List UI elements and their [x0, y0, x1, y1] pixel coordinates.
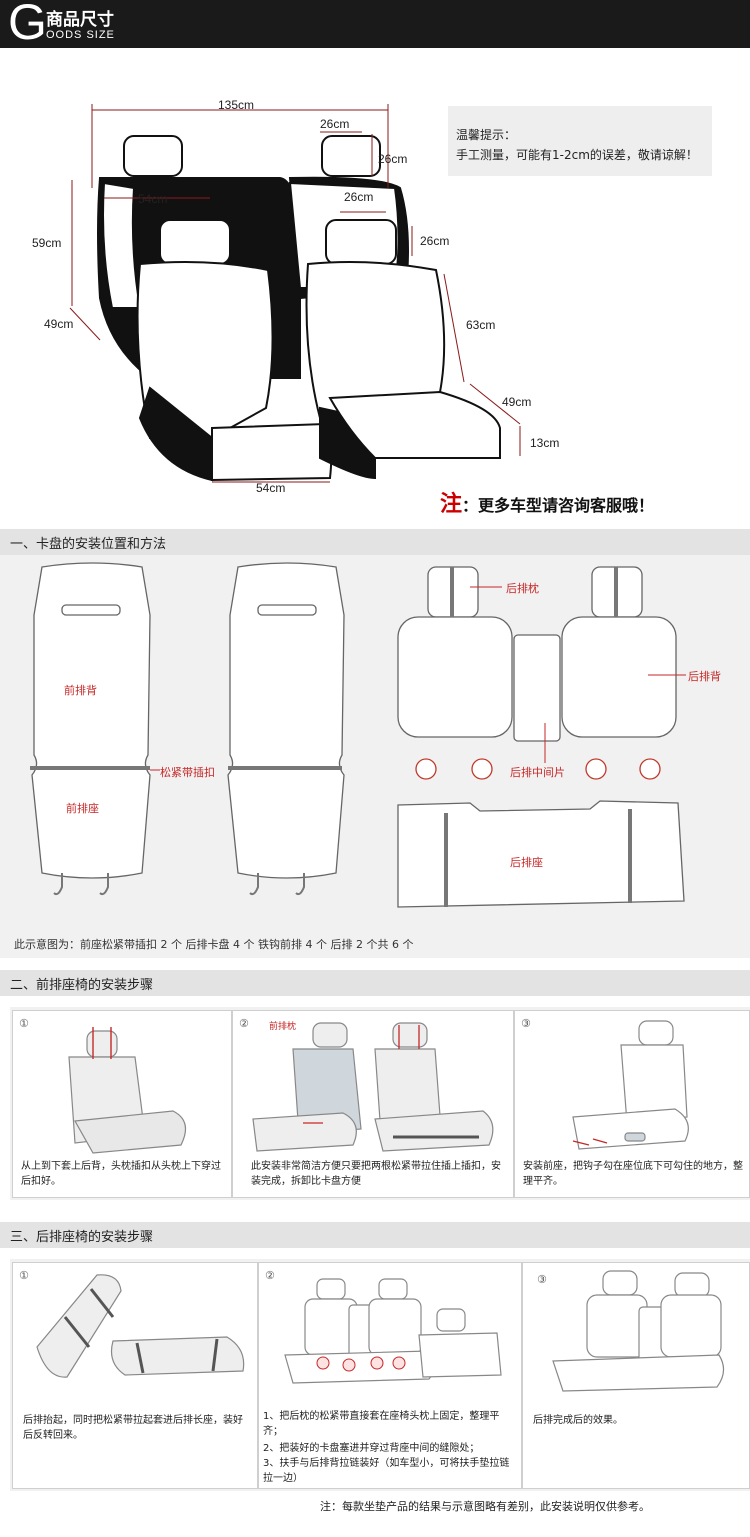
- dim-26-top: 26cm: [320, 117, 350, 131]
- dim-49-right: 49cm: [502, 395, 532, 409]
- header-letter: G: [8, 0, 47, 50]
- section3-step3: ③ 后排完成后的效果。: [522, 1262, 750, 1489]
- step2-headrest-label: 前排枕: [269, 1022, 297, 1032]
- label-strap-buckle: 松紧带插扣: [160, 766, 215, 779]
- dim-63: 63cm: [466, 318, 496, 332]
- section2-title: 二、前排座椅的安装步骤: [10, 978, 154, 993]
- step-number: ②: [239, 1017, 249, 1030]
- section3-step2: ② 1、把后枕的松紧带直接套在座椅头枕上固定，整理平齐； 2、把装好的卡盘塞进并…: [258, 1262, 522, 1489]
- label-rear-middle: 后排中间片: [510, 766, 565, 779]
- header-title: 商品尺寸: [46, 10, 114, 30]
- label-rear-seat: 后排座: [510, 856, 543, 869]
- rear-step2-line3: 3、扶手与后排背拉链装好（如车型小，可将扶手垫拉链拉一边）: [263, 1458, 510, 1484]
- dim-54-bottom: 54cm: [256, 481, 286, 495]
- section2-step2: ② 前排枕 此安装非常简洁方便只要把两根松紧带拉住插上插扣，安装完成，拆卸比卡盘…: [232, 1010, 514, 1198]
- section1-title: 一、卡盘的安装位置和方法: [10, 537, 167, 552]
- dim-13: 13cm: [530, 436, 560, 450]
- note-line: 注：更多车型请咨询客服哦！: [440, 486, 654, 518]
- dim-59: 59cm: [32, 236, 62, 250]
- note-text: ：更多车型请咨询客服哦！: [462, 496, 655, 515]
- rear-step1-caption: 后排抬起，同时把松紧带拉起套进后排长座，装好后反转回来。: [23, 1415, 243, 1441]
- step2-caption: 此安装非常简洁方便只要把两根松紧带拉住插上插扣，安装完成，拆卸比卡盘方便: [251, 1161, 501, 1187]
- section2-step3: ③ 安装前座，把钩子勾在座位底下可勾住的地方，整理平齐。: [514, 1010, 750, 1198]
- section3-title: 三、后排座椅的安装步骤: [10, 1230, 154, 1245]
- label-rear-back: 后排背: [688, 670, 721, 683]
- rear-step2-line1: 1、把后枕的松紧带直接套在座椅头枕上固定，整理平齐；: [263, 1411, 500, 1437]
- footer-note: 注：每款坐垫产品的结果与示意图略有差别，此安装说明仅供参考。: [320, 1500, 650, 1513]
- dim-49-left: 49cm: [44, 317, 74, 331]
- section1-diagram: [30, 562, 686, 908]
- step1-caption: 从上到下套上后背，头枕插扣从头枕上下穿过后扣好。: [21, 1161, 221, 1187]
- section2-header: 二、前排座椅的安装步骤: [0, 970, 750, 996]
- rear-step3-illustration: [552, 1270, 725, 1392]
- dim-54-top: 54cm: [138, 192, 168, 206]
- dim-26-front: 26cm: [344, 190, 374, 204]
- label-front-back: 前排背: [64, 684, 97, 697]
- section3-step1: ① 后排抬起，同时把松紧带拉起套进后排长座，装好后反转回来。: [12, 1262, 258, 1489]
- step3-caption: 安装前座，把钩子勾在座位底下可勾住的地方，整理平齐。: [523, 1161, 743, 1187]
- rear-step3-caption: 后排完成后的效果。: [533, 1415, 623, 1426]
- section1-header: 一、卡盘的安装位置和方法: [0, 529, 750, 555]
- label-front-seat: 前排座: [66, 802, 99, 815]
- note-mark: 注: [440, 491, 463, 517]
- tip-text: 手工测量，可能有1-2cm的误差，敬请谅解！: [456, 148, 698, 162]
- seat-dimension-drawing: [69, 104, 521, 483]
- label-rear-headrest: 后排枕: [506, 582, 539, 595]
- step1-illustration: [68, 1027, 187, 1154]
- tip-box: 温馨提示： 手工测量，可能有1-2cm的误差，敬请谅解！: [448, 106, 712, 176]
- rear-step2-line2: 2、把装好的卡盘塞进并穿过背座中间的缝隙处；: [263, 1443, 480, 1454]
- step2-illustration: [252, 1022, 494, 1152]
- step-number: ③: [537, 1273, 547, 1286]
- dim-26-right: 26cm: [378, 152, 408, 166]
- dim-26-side: 26cm: [420, 234, 450, 248]
- dim-135: 135cm: [218, 98, 255, 112]
- header-subtitle: OODS SIZE: [46, 29, 115, 41]
- section3-header: 三、后排座椅的安装步骤: [0, 1222, 750, 1248]
- step-number: ③: [521, 1017, 531, 1030]
- step3-illustration: [572, 1020, 689, 1150]
- rear-step2-illustration: [284, 1278, 502, 1384]
- section1-summary: 此示意图为：前座松紧带插扣 2 个 后排卡盘 4 个 铁钩前排 4 个 后排 2…: [14, 938, 414, 951]
- tip-title: 温馨提示：: [456, 128, 517, 142]
- rear-step1-illustration: [36, 1274, 245, 1378]
- step-number: ②: [265, 1269, 275, 1282]
- section2-step1: ① 从上到下套上后背，头枕插扣从头枕上下穿过后扣好。: [12, 1010, 232, 1198]
- step-number: ①: [19, 1017, 29, 1030]
- header-bar: G 商品尺寸 OODS SIZE: [0, 0, 750, 48]
- step-number: ①: [19, 1269, 29, 1282]
